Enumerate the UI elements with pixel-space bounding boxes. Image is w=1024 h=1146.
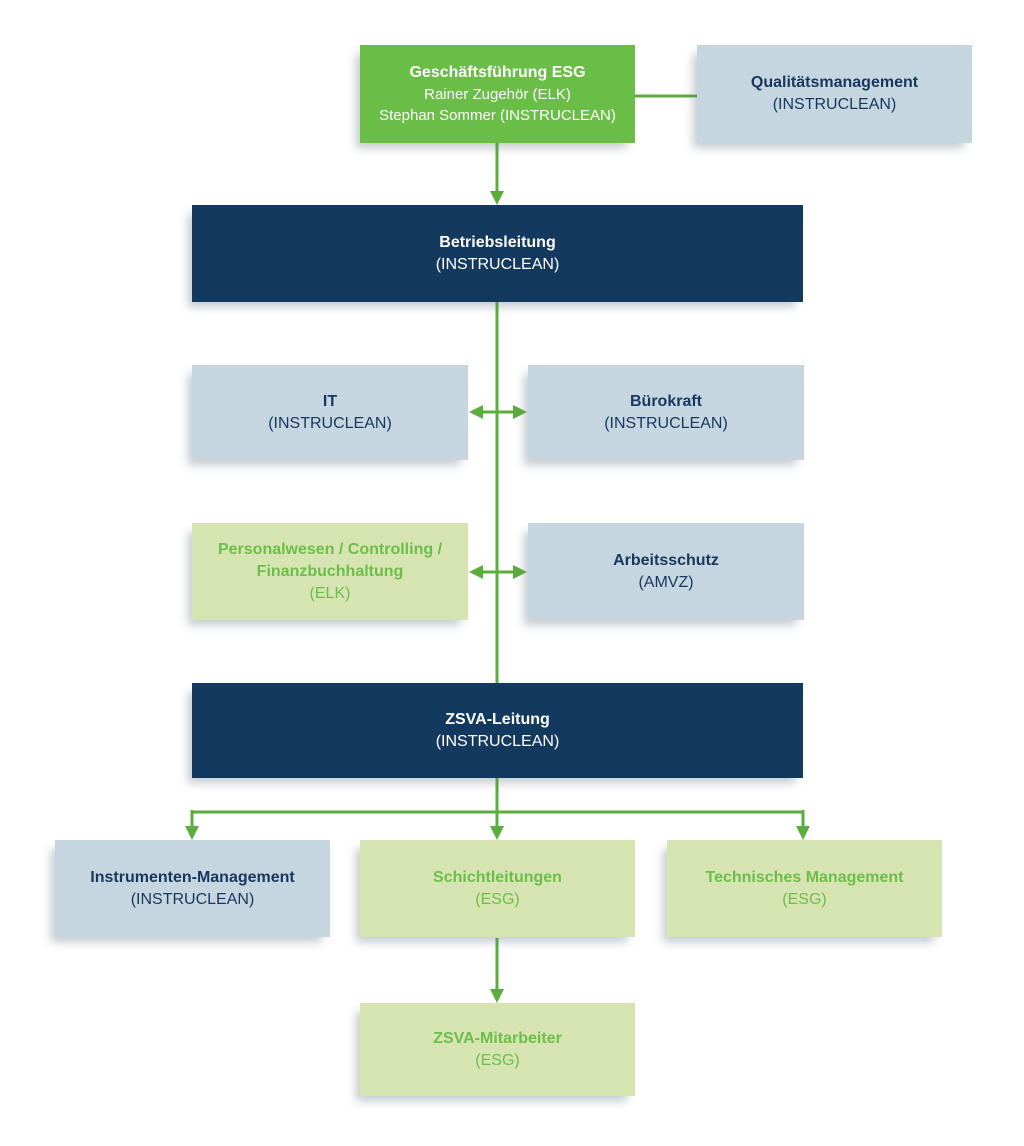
- node-subtitle: (AMVZ): [638, 573, 694, 591]
- node-personalwesen: Personalwesen / Controlling / Finanzbuch…: [192, 523, 468, 620]
- node-technisches-management: Technisches Management (ESG): [667, 840, 942, 937]
- node-zsva-leitung: ZSVA-Leitung (INSTRUCLEAN): [192, 683, 803, 778]
- node-qualitaetsmanagement: Qualitätsmanagement (INSTRUCLEAN): [697, 45, 972, 143]
- node-arbeitsschutz: Arbeitsschutz (AMVZ): [528, 523, 804, 620]
- node-betriebsleitung: Betriebsleitung (INSTRUCLEAN): [192, 205, 803, 302]
- node-subtitle: (INSTRUCLEAN): [268, 414, 392, 432]
- connector-personalwesen-arbeitsschutz-double-arrow: [469, 565, 527, 579]
- node-subtitle: (ELK): [309, 584, 351, 602]
- node-subtitle: (INSTRUCLEAN): [130, 890, 255, 908]
- node-title: Betriebsleitung: [439, 233, 556, 251]
- node-title: Personalwesen / Controlling / Finanzbuch…: [217, 540, 443, 580]
- node-title: Arbeitsschutz: [613, 551, 719, 569]
- node-title: Geschäftsführung ESG: [409, 64, 586, 81]
- connector-it-buerokraft-double-arrow: [469, 405, 527, 419]
- connector-schichtleitungen-to-zsva-mitarbeiter: [490, 938, 504, 1003]
- node-title: Schichtleitungen: [433, 868, 562, 886]
- node-subtitle: (ESG): [475, 1051, 520, 1069]
- node-person1: Rainer Zugehör (ELK): [424, 86, 571, 103]
- node-title: ZSVA-Leitung: [445, 710, 550, 728]
- node-subtitle: (ESG): [475, 890, 520, 908]
- node-schichtleitungen: Schichtleitungen (ESG): [360, 840, 635, 937]
- connector-gf-to-betriebsleitung: [490, 143, 504, 205]
- node-buerokraft: Bürokraft (INSTRUCLEAN): [528, 365, 804, 460]
- node-title: IT: [322, 392, 338, 410]
- node-subtitle: (INSTRUCLEAN): [604, 414, 728, 432]
- connector-zsva-leitung-branch: [185, 778, 810, 840]
- node-geschaeftsfuehrung: Geschäftsführung ESG Rainer Zugehör (ELK…: [360, 45, 635, 143]
- node-title: Instrumenten-Management: [90, 868, 295, 886]
- node-zsva-mitarbeiter: ZSVA-Mitarbeiter (ESG): [360, 1003, 635, 1096]
- node-it: IT (INSTRUCLEAN): [192, 365, 468, 460]
- node-subtitle: (INSTRUCLEAN): [772, 96, 897, 113]
- node-title: Technisches Management: [705, 868, 904, 886]
- node-subtitle: (ESG): [782, 890, 827, 908]
- node-subtitle: (INSTRUCLEAN): [435, 732, 560, 750]
- node-title: Bürokraft: [629, 392, 702, 410]
- node-title: ZSVA-Mitarbeiter: [433, 1029, 562, 1047]
- node-person2: Stephan Sommer (INSTRUCLEAN): [379, 107, 616, 124]
- node-title: Qualitätsmanagement: [750, 74, 919, 91]
- node-instrumenten-management: Instrumenten-Management (INSTRUCLEAN): [55, 840, 330, 937]
- node-subtitle: (INSTRUCLEAN): [435, 255, 560, 273]
